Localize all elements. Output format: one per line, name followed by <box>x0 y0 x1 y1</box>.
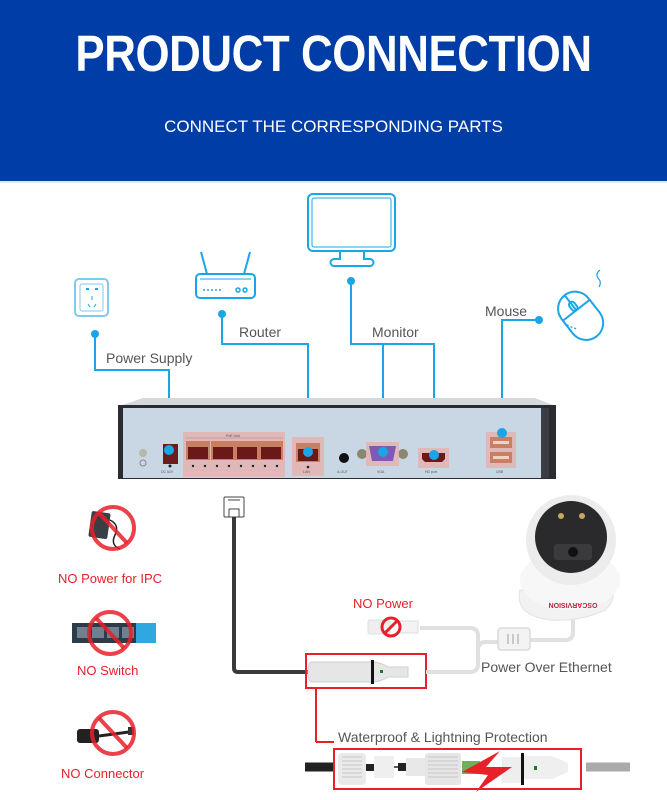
nvr-recorder <box>118 398 556 479</box>
power-outlet-icon <box>74 278 109 317</box>
label-waterproof-protection: Waterproof & Lightning Protection <box>338 729 548 745</box>
waterproof-highlight-box <box>333 748 582 790</box>
router-icon <box>195 251 256 299</box>
label-mouse: Mouse <box>485 303 528 319</box>
camera-brand-logo: OSCARVISION <box>549 601 598 608</box>
port-label-poe: PoE Link <box>226 434 240 438</box>
monitor-icon <box>307 193 396 267</box>
power-adapter-icon <box>88 505 136 551</box>
label-router: Router <box>239 324 282 340</box>
connector-icon <box>77 710 136 756</box>
connection-dots <box>91 277 543 338</box>
header-divider <box>0 181 667 183</box>
poe-splitter-cables <box>420 612 575 674</box>
port-label-usb: USB <box>496 470 504 474</box>
mouse-icon <box>557 269 605 341</box>
no-power-icon <box>380 616 402 638</box>
label-no-power-ipc: NO Power for IPC <box>58 571 163 586</box>
port-label-dc: DC 52V <box>161 470 174 474</box>
audio-out-port <box>339 453 349 463</box>
poe-injector <box>307 660 409 684</box>
rj45-plug-icon <box>223 496 245 518</box>
port-label-vga: VGA <box>377 470 385 474</box>
header-banner: PRODUCT CONNECTION CONNECT THE CORRESPON… <box>0 0 667 182</box>
label-no-power: NO Power <box>353 596 413 611</box>
label-no-switch: NO Switch <box>77 663 139 678</box>
label-power-supply: Power Supply <box>106 350 193 366</box>
label-monitor: Monitor <box>372 324 419 340</box>
ethernet-cable <box>232 517 312 674</box>
port-label-hd: HD port <box>425 470 437 474</box>
label-no-connector: NO Connector <box>61 766 145 781</box>
network-switch-icon <box>72 610 156 656</box>
port-label-lan: LAN <box>303 470 310 474</box>
page-subtitle: CONNECT THE CORRESPONDING PARTS <box>164 117 503 136</box>
label-power-over-ethernet: Power Over Ethernet <box>481 659 612 675</box>
port-label-aout: A-OUT <box>337 470 349 474</box>
poe-splitter <box>497 627 531 651</box>
waterproof-connector-parts <box>338 753 568 785</box>
lightning-bolt-icon <box>462 751 512 792</box>
dome-camera: OSCARVISION <box>518 495 620 621</box>
page-title: PRODUCT CONNECTION <box>75 25 592 82</box>
